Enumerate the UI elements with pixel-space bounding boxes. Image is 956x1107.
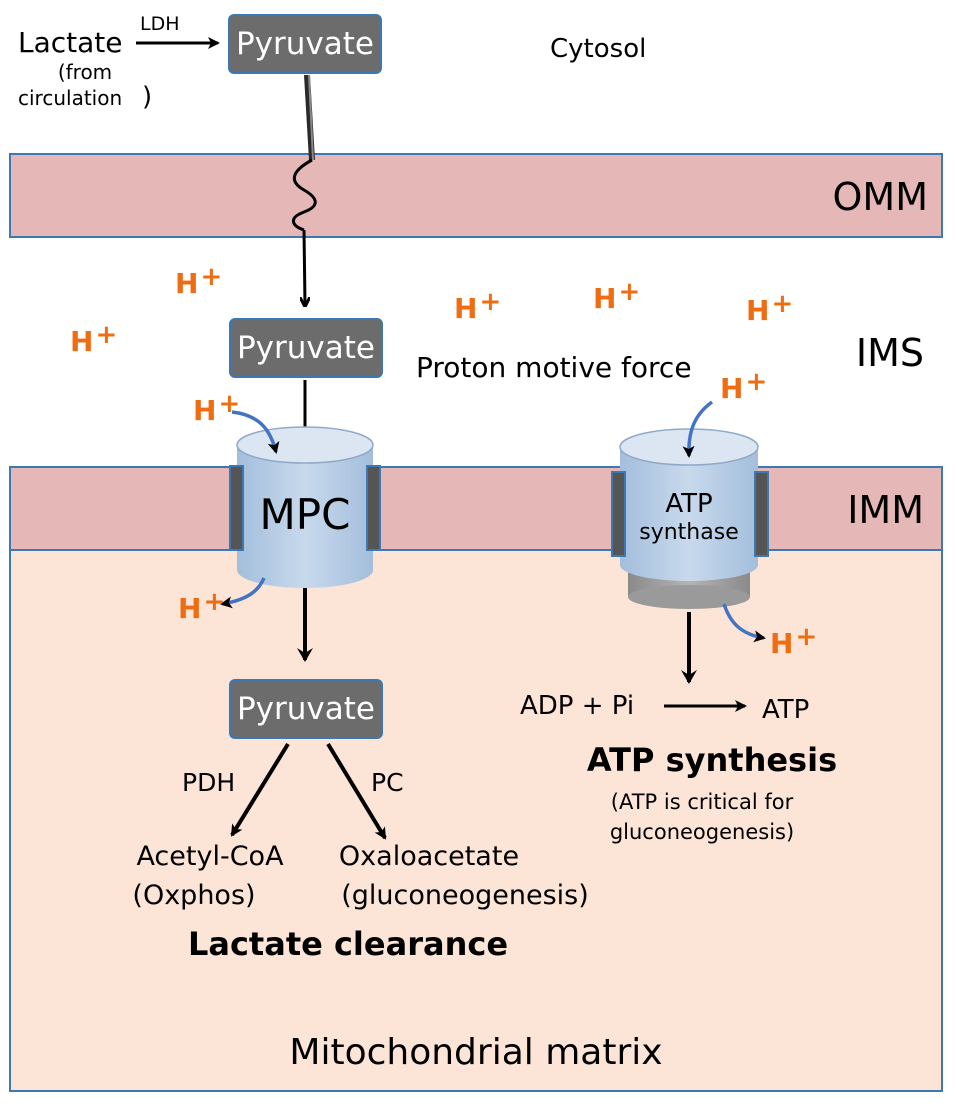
proton-mpc-in: H+ [193, 389, 241, 427]
proton-atp-out: H+ [770, 622, 818, 660]
proton-ims-3: H+ [454, 287, 502, 325]
cytosol-label: Cytosol [550, 34, 647, 64]
matrix-region [9, 549, 943, 1092]
proton-ims-4: H+ [593, 277, 641, 315]
mpc-label: MPC [259, 490, 351, 539]
atp-note-line1: (ATP is critical for [610, 790, 794, 814]
proton-out-mpc-curve [220, 577, 266, 609]
adp-pi-label: ADP + Pi [520, 691, 635, 721]
gluconeogenesis-label: (gluconeogenesis) [341, 880, 589, 911]
proton-in-mpc-curve [231, 410, 280, 454]
pdh-label: PDH [182, 768, 236, 797]
lactate-source-line1: (from [57, 60, 113, 84]
mpc-transporter [229, 426, 381, 588]
pyruvate-ims-box: Pyruvate [229, 318, 383, 378]
pyruvate-matrix-box: Pyruvate [229, 679, 383, 739]
imm-label: IMM [847, 488, 924, 532]
ldh-label: LDH [140, 13, 180, 35]
pc-label: PC [371, 768, 404, 797]
oxphos-label: (Oxphos) [132, 880, 256, 911]
pyruvate-cytosol-label: Pyruvate [235, 26, 374, 62]
pc-arrow [326, 742, 387, 840]
proton-motive-force-label: Proton motive force [416, 351, 692, 384]
omm-membrane [9, 153, 943, 238]
atp-product-label: ATP [762, 695, 810, 725]
atp-synthase-label-line2: synthase [639, 520, 739, 545]
proton-mpc-out: H+ [178, 587, 226, 625]
atp-synthase-complex [611, 428, 769, 609]
proton-in-atp-curve [682, 400, 714, 458]
pyruvate-matrix-label: Pyruvate [236, 691, 375, 727]
omm-label: OMM [832, 175, 928, 219]
lactate-label: Lactate [18, 26, 123, 59]
oxaloacetate-label: Oxaloacetate [338, 841, 520, 872]
pyruvate-ims-label: Pyruvate [236, 330, 375, 366]
atp-synthesis-title: ATP synthesis [586, 741, 838, 779]
matrix-label: Mitochondrial matrix [289, 1032, 663, 1073]
proton-ims-1: H+ [175, 262, 223, 300]
omm-channel [292, 74, 317, 305]
atp-note-line2: gluconeogenesis) [609, 820, 795, 844]
atp-synthase-label-line1: ATP [665, 489, 713, 519]
proton-out-atp-curve [722, 603, 766, 643]
proton-atp-in: H+ [720, 367, 768, 405]
lactate-source-line2: circulation [18, 86, 123, 110]
imm-membrane [9, 466, 943, 551]
pdh-arrow [230, 742, 290, 837]
proton-ims-2: H+ [70, 320, 118, 358]
ims-label: IMS [855, 331, 924, 375]
lactate-source-paren: ) [142, 82, 153, 112]
lactate-clearance-label: Lactate clearance [187, 925, 509, 963]
pyruvate-cytosol-box: Pyruvate [228, 14, 382, 74]
acetyl-coa-label: Acetyl-CoA [136, 841, 284, 872]
proton-ims-5: H+ [746, 289, 794, 327]
